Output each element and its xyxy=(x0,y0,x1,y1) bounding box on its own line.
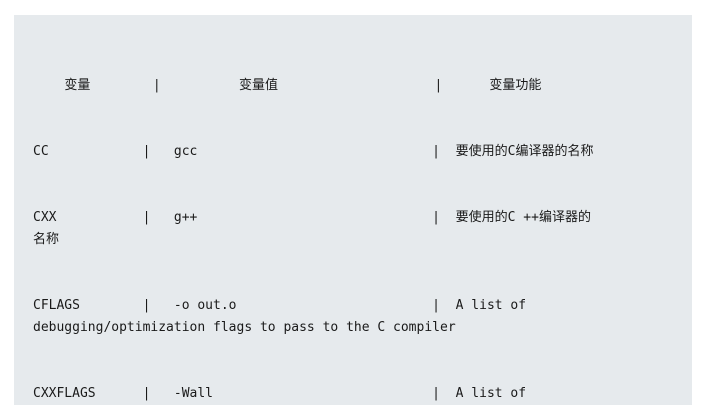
env-variables-panel: 变量 | 变量值 | 变量功能 CC | gcc | 要使用的C编译器的名称 C… xyxy=(14,15,692,405)
table-row: CC | gcc | 要使用的C编译器的名称 xyxy=(33,144,594,159)
table-row: CXXFLAGS | -Wall | A list of debugging/o… xyxy=(33,386,527,401)
table-row: CFLAGS | -o out.o | A list of debugging/… xyxy=(33,298,527,335)
table-row: CXX | g++ | 要使用的C ++编译器的 名称 xyxy=(33,210,591,247)
table-header-row: 变量 | 变量值 | 变量功能 xyxy=(33,78,542,93)
env-variables-table: 变量 | 变量值 | 变量功能 CC | gcc | 要使用的C编译器的名称 C… xyxy=(14,31,692,405)
